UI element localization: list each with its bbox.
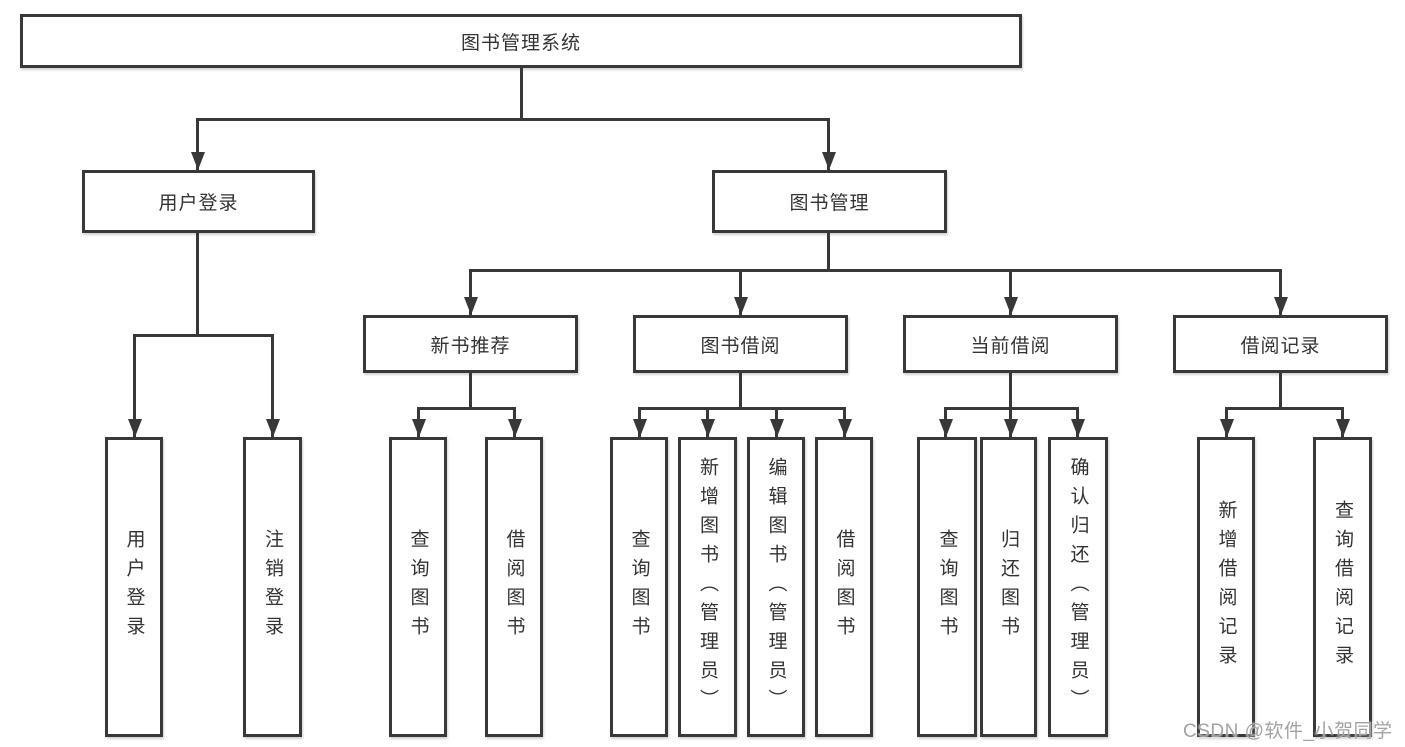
leaf-br-query-record: 查询借阅记录: [1313, 437, 1372, 737]
leaf-nb-query-books: 查询图书: [389, 437, 447, 737]
node-book-management-label: 图书管理: [789, 193, 870, 214]
arrow-to-current-borrow: [1003, 269, 1018, 315]
leaf-cb-return-books-label: 归还图书: [998, 529, 1019, 645]
connector-cb-stub: [1009, 372, 1012, 408]
arrow-to-bb-borrow-books: [837, 407, 852, 437]
node-root-label: 图书管理系统: [460, 32, 581, 54]
node-current-borrow: 当前借阅: [903, 315, 1118, 373]
arrow-to-nb-borrow-books: [507, 407, 522, 437]
connector-mgmt-stub: [827, 232, 830, 270]
arrow-to-bb-add-books: [700, 407, 715, 437]
arrow-to-bb-query-books: [632, 407, 647, 437]
node-book-borrow: 图书借阅: [633, 315, 848, 373]
leaf-cb-return-books: 归还图书: [980, 437, 1037, 737]
leaf-cb-query-books: 查询图书: [917, 437, 977, 737]
leaf-bb-query-books-label: 查询图书: [628, 529, 650, 645]
connector-nb-hline: [417, 407, 516, 410]
arrow-to-user-login: [190, 118, 205, 170]
connector-mgmt-hline: [469, 269, 1282, 272]
node-new-book-recommend-label: 新书推荐: [430, 335, 511, 357]
arrow-to-bb-edit-books: [769, 407, 784, 437]
leaf-cb-confirm-return-label: 确认归还（管理员）: [1067, 456, 1089, 718]
leaf-bb-edit-books: 编辑图书（管理员）: [747, 437, 805, 737]
leaf-nb-query-books-label: 查询图书: [407, 529, 429, 645]
node-book-management: 图书管理: [712, 170, 947, 233]
leaf-nb-borrow-books: 借阅图书: [485, 437, 543, 737]
leaf-nb-borrow-books-label: 借阅图书: [503, 529, 525, 645]
leaf-logout: 注销登录: [243, 437, 302, 737]
connector-br-stub: [1279, 372, 1282, 408]
leaf-bb-edit-books-label: 编辑图书（管理员）: [765, 456, 787, 718]
connector-user-hline: [133, 334, 274, 337]
leaf-user-login: 用户登录: [105, 437, 163, 737]
node-new-book-recommend: 新书推荐: [363, 315, 578, 373]
leaf-bb-add-books-label: 新增图书（管理员）: [697, 456, 718, 718]
arrow-to-br-add-record: [1219, 407, 1234, 437]
connector-bb-hline: [638, 407, 846, 410]
leaf-bb-borrow-books: 借阅图书: [815, 437, 873, 737]
node-current-borrow-label: 当前借阅: [970, 335, 1051, 357]
node-user-login-label: 用户登录: [158, 193, 239, 214]
leaf-br-add-record-label: 新增借阅记录: [1215, 500, 1237, 674]
leaf-br-add-record: 新增借阅记录: [1197, 437, 1255, 737]
node-user-login: 用户登录: [82, 170, 315, 233]
arrow-to-cb-return-books: [1003, 407, 1018, 437]
leaf-user-login-label: 用户登录: [123, 529, 145, 645]
connector-root-stub: [520, 67, 523, 118]
leaf-br-query-record-label: 查询借阅记录: [1332, 500, 1353, 674]
arrow-to-br-query-record: [1335, 407, 1350, 437]
arrow-to-nb-query-books: [411, 407, 426, 437]
leaf-logout-label: 注销登录: [262, 529, 283, 645]
node-borrow-records-label: 借阅记录: [1240, 335, 1321, 357]
connector-user-stub: [196, 232, 199, 334]
arrow-to-book-borrow: [733, 269, 748, 315]
node-borrow-records: 借阅记录: [1173, 315, 1388, 373]
leaf-cb-query-books-label: 查询图书: [936, 529, 958, 645]
arrow-to-leaf-user-login: [127, 334, 142, 437]
connector-bb-stub: [739, 372, 742, 408]
leaf-bb-query-books: 查询图书: [610, 437, 668, 737]
arrow-to-borrow-records: [1273, 269, 1288, 315]
node-book-borrow-label: 图书借阅: [700, 335, 781, 357]
arrow-to-cb-confirm-return: [1070, 407, 1085, 437]
leaf-cb-confirm-return: 确认归还（管理员）: [1048, 437, 1108, 737]
arrow-to-cb-query-books: [938, 407, 953, 437]
connector-root-hline: [196, 118, 830, 121]
arrow-to-book-management: [821, 118, 836, 170]
arrow-to-new-book-recommend: [463, 269, 478, 315]
connector-br-hline: [1225, 407, 1344, 410]
node-root: 图书管理系统: [20, 14, 1022, 68]
arrow-to-leaf-logout: [265, 334, 280, 437]
leaf-bb-borrow-books-label: 借阅图书: [833, 529, 855, 645]
leaf-bb-add-books: 新增图书（管理员）: [678, 437, 737, 737]
connector-nb-stub: [469, 372, 472, 408]
watermark: CSDN @软件_小贺同学: [1183, 721, 1393, 742]
